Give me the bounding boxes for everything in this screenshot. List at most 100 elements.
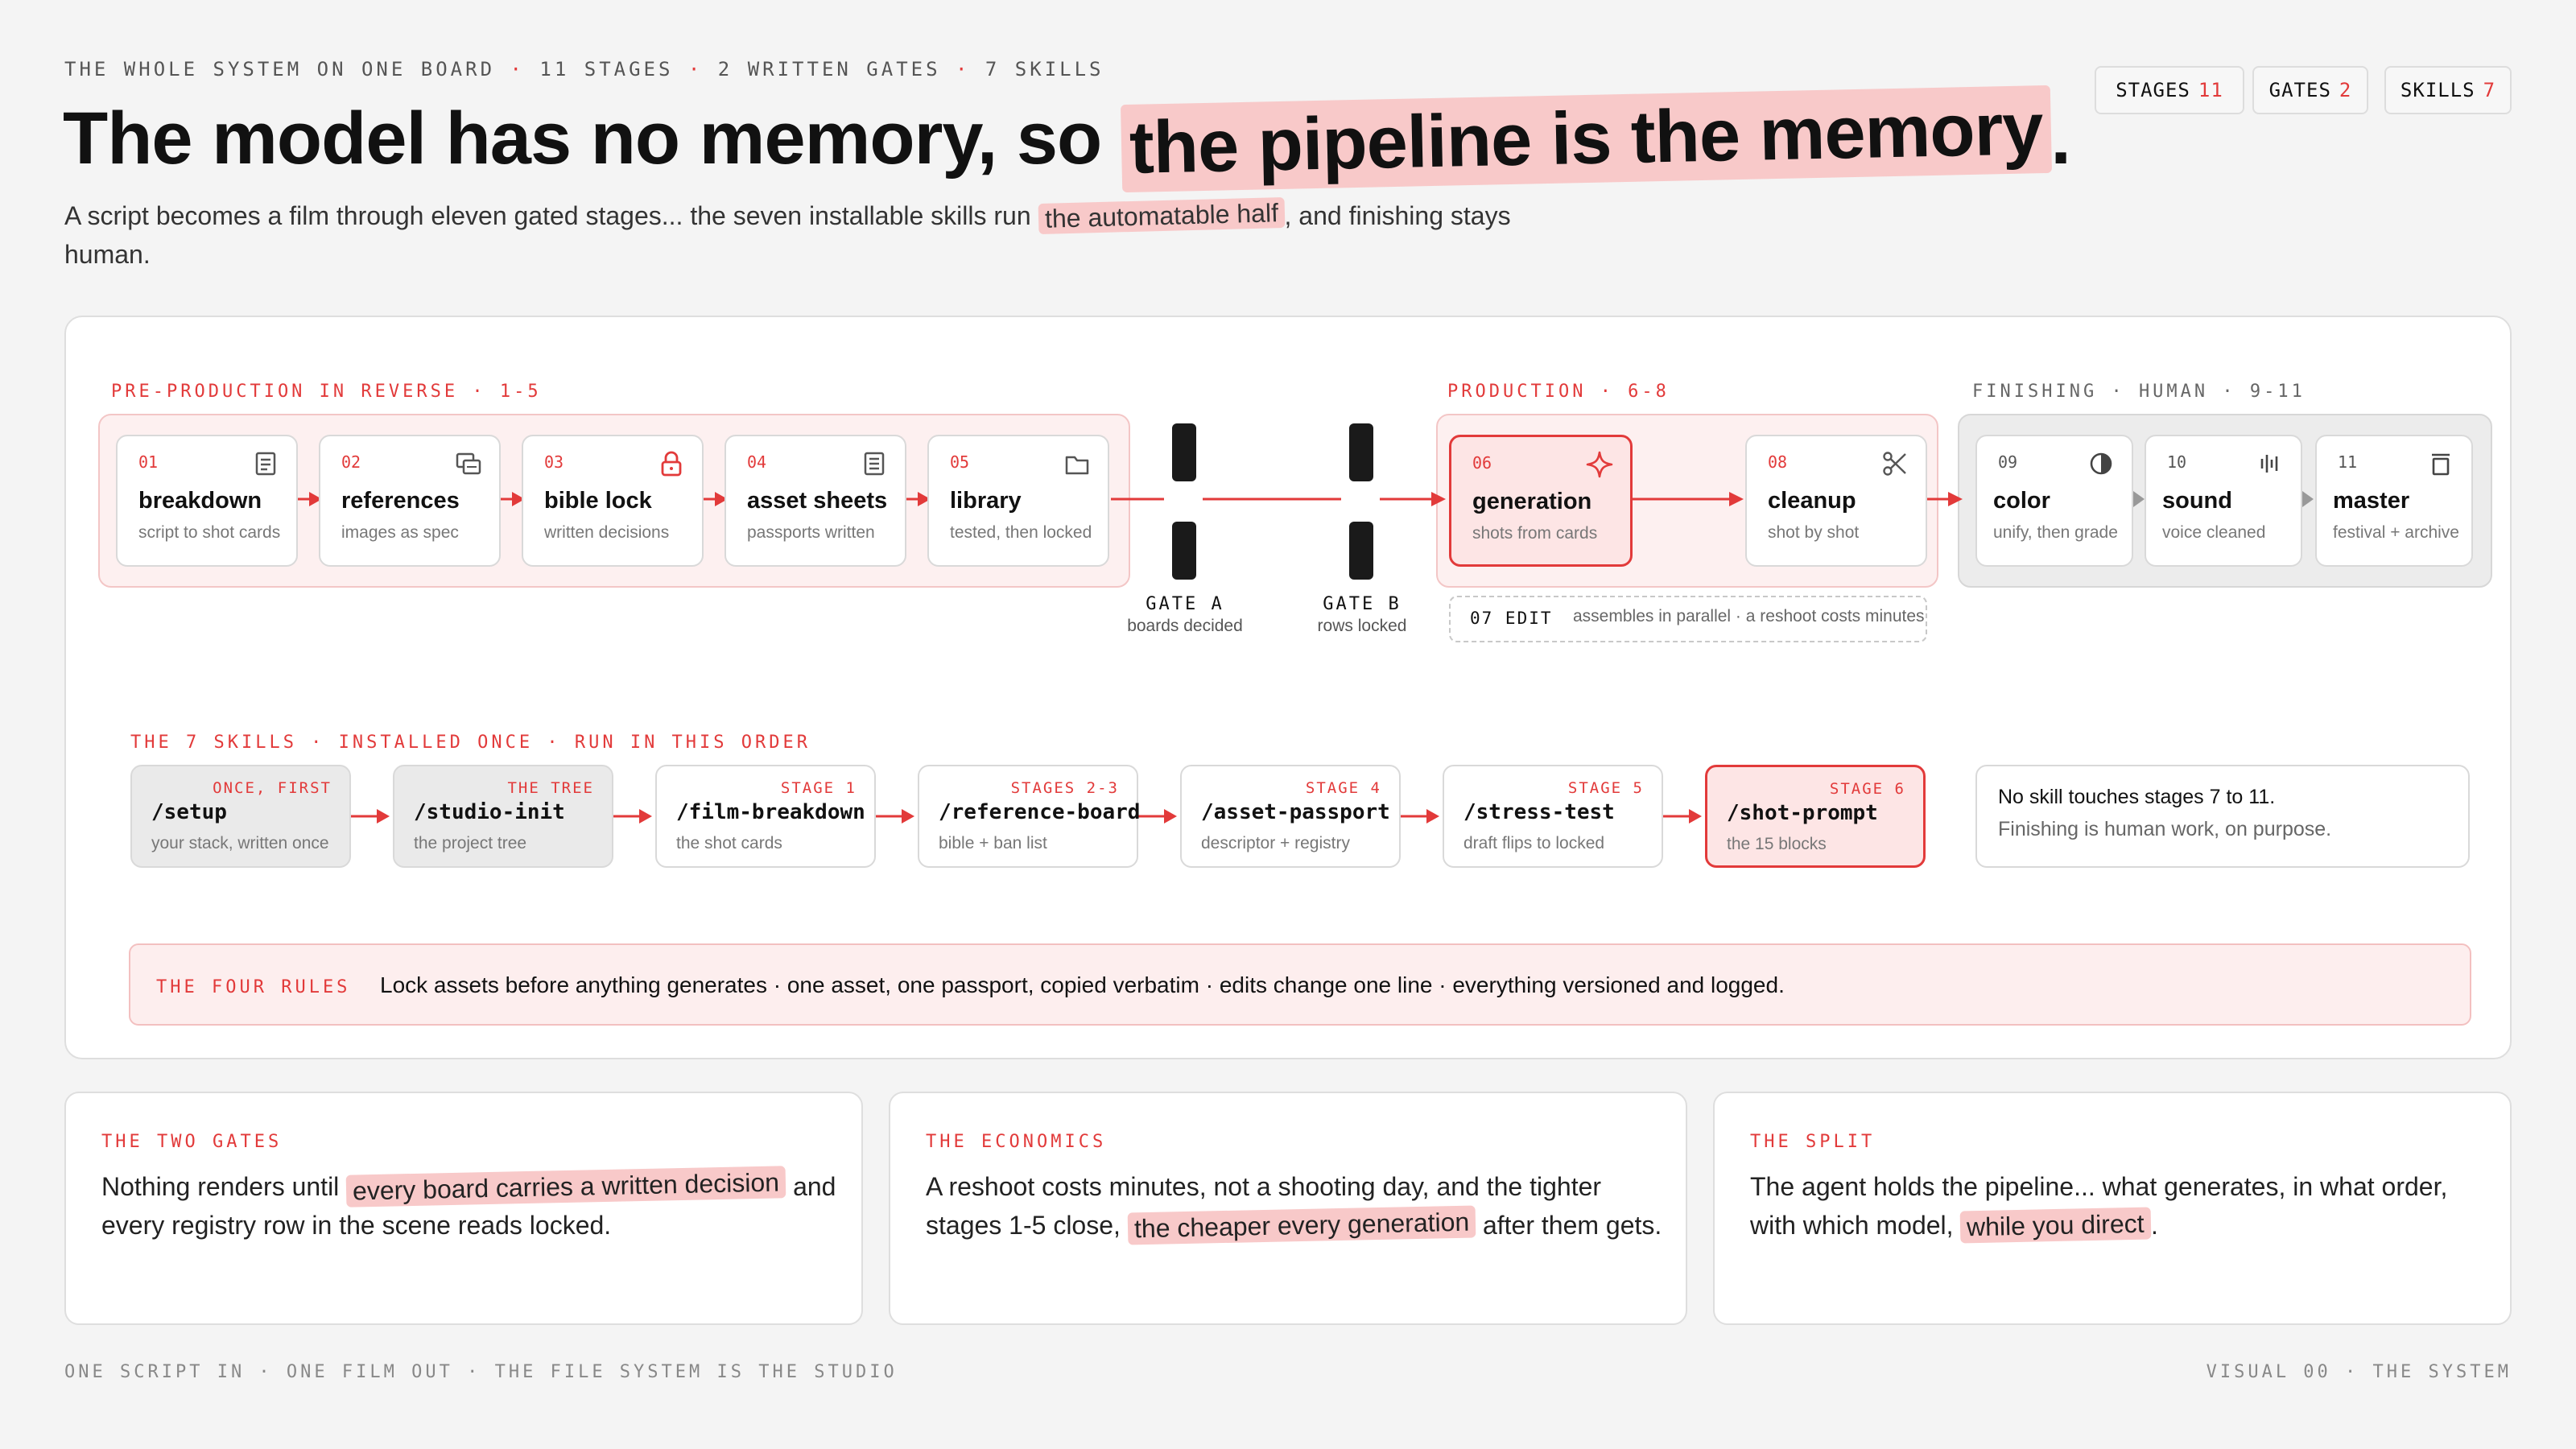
document-icon [255, 452, 276, 476]
skill-desc: the shot cards [676, 834, 782, 852]
skill-card-stress-test[interactable]: STAGE 5 /stress-test draft flips to lock… [1443, 765, 1663, 868]
stage-desc: written decisions [544, 523, 670, 542]
stage-desc: script to shot cards [138, 523, 281, 542]
stage-number: 08 [1768, 452, 1788, 472]
skill-scope-note-line2: Finishing is human work, on purpose. [1998, 818, 2332, 840]
skill-card-shot-prompt[interactable]: STAGE 6 /shot-prompt the 15 blocks [1705, 765, 1926, 868]
stage-card-references[interactable]: 02 references images as spec [319, 435, 501, 567]
section-finishing: FINISHING · HUMAN · 9-11 [1972, 382, 2306, 402]
card-label: THE SPLIT [1750, 1132, 1876, 1152]
stage-desc: shots from cards [1472, 524, 1598, 543]
skill-tag: STAGE 6 [1829, 780, 1905, 798]
card-label: THE TWO GATES [101, 1132, 283, 1152]
section-skills: THE 7 SKILLS · INSTALLED ONCE · RUN IN T… [130, 733, 811, 753]
eyebrow-stages: 11 STAGES [539, 58, 674, 80]
stage-desc: tested, then locked [950, 523, 1092, 542]
stage-name: asset sheets [747, 488, 888, 514]
page-title: The model has no memory, so the pipeline… [63, 85, 2071, 193]
gate-a-sub: boards decided [1127, 617, 1243, 635]
gate-b-top-bar [1349, 423, 1373, 481]
card-highlight: the cheaper every generation [1127, 1205, 1476, 1245]
four-rules-banner [129, 943, 2471, 1026]
stage-card-color[interactable]: 09 color unify, then grade [1975, 435, 2133, 567]
split-card: THE SPLIT The agent holds the pipeline..… [1713, 1092, 2512, 1325]
stage-card-library[interactable]: 05 library tested, then locked [927, 435, 1109, 567]
stage-number: 02 [341, 452, 361, 472]
card-text-end: after them gets. [1476, 1211, 1662, 1240]
pill-value: 2 [2339, 79, 2352, 101]
skill-command: /asset-passport [1201, 800, 1390, 824]
skill-desc: bible + ban list [939, 834, 1047, 852]
skill-desc: your stack, written once [151, 834, 329, 852]
edit-stage-note: assembles in parallel · a reshoot costs … [1573, 607, 1925, 625]
stage-card-generation[interactable]: 06 generation shots from cards [1449, 435, 1633, 567]
stage-name: color [1993, 488, 2050, 514]
edit-stage-box [1449, 596, 1927, 642]
skill-command: /reference-board [939, 800, 1141, 824]
stage-card-bible-lock[interactable]: 03 bible lock written decisions [522, 435, 704, 567]
stage-name: master [2333, 488, 2410, 514]
stage-number: 03 [544, 452, 564, 472]
stage-number: 11 [2338, 452, 2358, 472]
stage-desc: voice cleaned [2162, 523, 2266, 542]
edit-stage-tag: 07 EDIT [1470, 609, 1553, 628]
stage-name: references [341, 488, 460, 514]
skill-card-asset-passport[interactable]: STAGE 4 /asset-passport descriptor + reg… [1180, 765, 1401, 868]
subtitle-text-end: , and finishing stays human. [64, 201, 1511, 269]
stage-desc: passports written [747, 523, 875, 542]
stage-name: library [950, 488, 1022, 514]
card-label: THE ECONOMICS [926, 1132, 1107, 1152]
sheet-icon [864, 452, 885, 476]
eyebrow-sep: · [687, 58, 704, 80]
subtitle: A script becomes a film through eleven g… [64, 196, 1530, 274]
lock-icon [661, 451, 682, 477]
card-text-end: and every registry row in the scene read… [101, 1172, 836, 1240]
gate-a-label: GATE A [1146, 594, 1224, 614]
stage-number: 10 [2167, 452, 2187, 472]
stage-card-breakdown[interactable]: 01 breakdown script to shot cards [116, 435, 298, 567]
card-highlight: while you direct [1960, 1207, 2152, 1244]
section-pre-production: PRE-PRODUCTION IN REVERSE · 1-5 [111, 382, 542, 402]
skill-command: /stress-test [1463, 800, 1615, 824]
four-rules-text: Lock assets before anything generates · … [380, 972, 1785, 997]
skill-command: /setup [151, 800, 227, 824]
scissors-icon [1883, 452, 1906, 476]
section-production: PRODUCTION · 6-8 [1447, 382, 1670, 402]
pill-label: SKILLS [2400, 79, 2475, 101]
gate-b-label: GATE B [1323, 594, 1402, 614]
title-text: The model has no memory, so [63, 97, 1121, 180]
card-text: The agent holds the pipeline... what gen… [1750, 1172, 2448, 1240]
eyebrow-skills: 7 SKILLS [985, 58, 1104, 80]
stage-card-asset-sheets[interactable]: 04 asset sheets passports written [724, 435, 906, 567]
eyebrow-gates: 2 WRITTEN GATES [717, 58, 941, 80]
gate-a-bottom-bar [1172, 522, 1196, 580]
skill-card-reference-board[interactable]: STAGES 2-3 /reference-board bible + ban … [918, 765, 1141, 868]
eyebrow-sep: · [510, 58, 525, 80]
skill-card-setup[interactable]: ONCE, FIRST /setup your stack, written o… [130, 765, 351, 868]
stage-number: 05 [950, 452, 970, 472]
skill-desc: descriptor + registry [1201, 834, 1350, 852]
card-body: The agent holds the pipeline... what gen… [1750, 1167, 2491, 1245]
skill-tag: THE TREE [507, 779, 594, 797]
skill-scope-note [1975, 765, 2470, 868]
eyebrow: THE WHOLE SYSTEM ON ONE BOARD · 11 STAGE… [64, 58, 1104, 80]
stage-name: sound [2162, 488, 2232, 514]
card-body: Nothing renders until every board carrie… [101, 1166, 842, 1245]
archive-icon [2432, 453, 2450, 476]
gates-count-pill: GATES 2 [2252, 66, 2368, 114]
skill-command: /film-breakdown [676, 800, 865, 824]
stage-card-sound[interactable]: 10 sound voice cleaned [2145, 435, 2302, 567]
skill-card-film-breakdown[interactable]: STAGE 1 /film-breakdown the shot cards [655, 765, 876, 868]
stage-name: breakdown [138, 488, 262, 514]
eyebrow-board: THE WHOLE SYSTEM ON ONE BOARD [64, 58, 496, 80]
stage-card-cleanup[interactable]: 08 cleanup shot by shot [1745, 435, 1927, 567]
skill-tag: STAGE 4 [1305, 779, 1381, 797]
gate-b-sub: rows locked [1317, 617, 1407, 635]
skill-desc: the 15 blocks [1727, 835, 1827, 853]
contrast-icon [2090, 452, 2112, 475]
stage-desc: images as spec [341, 523, 459, 542]
skill-card-studio-init[interactable]: THE TREE /studio-init the project tree [393, 765, 613, 868]
pill-label: GATES [2268, 79, 2331, 101]
stage-card-master[interactable]: 11 master festival + archive [2315, 435, 2473, 567]
